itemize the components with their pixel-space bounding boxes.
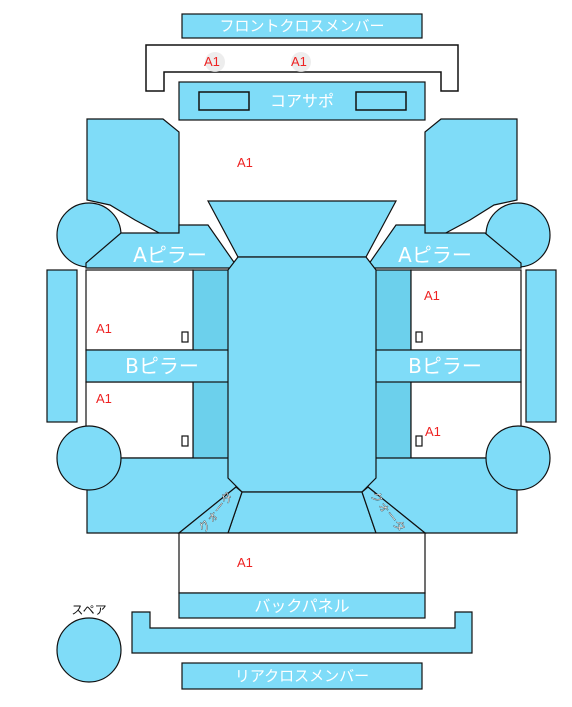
damage-marker[interactable]: A1 <box>237 155 253 170</box>
rear-cross-member-label: リアクロスメンバー <box>235 667 369 685</box>
damage-marker[interactable]: A1 <box>425 424 441 439</box>
a-pillar-right-label: Aピラー <box>398 243 472 267</box>
roof[interactable] <box>227 256 377 493</box>
rear-cross-member[interactable]: リアクロスメンバー <box>181 662 423 690</box>
spare-tire-label: スペア <box>71 603 106 617</box>
rear-glass[interactable] <box>227 491 377 534</box>
front-door-right[interactable] <box>410 269 522 351</box>
door-handle-rear-right <box>415 435 423 447</box>
b-pillar-left[interactable]: Bピラー <box>85 349 237 383</box>
c-pillar-left[interactable]: クォータ <box>177 486 243 535</box>
damage-marker[interactable]: A1 <box>237 555 253 570</box>
back-panel[interactable]: バックパネル <box>178 592 426 619</box>
core-support-hole-right <box>355 91 407 111</box>
a-pillar-right[interactable]: Aピラー <box>364 224 522 269</box>
damage-marker[interactable]: A1 <box>204 54 220 69</box>
b-pillar-right-label: Bピラー <box>408 354 482 378</box>
rocker-panel-right[interactable] <box>525 269 557 423</box>
front-door-left[interactable] <box>85 269 194 351</box>
rocker-panel-left[interactable] <box>46 269 78 423</box>
core-support-label: コアサポ <box>270 92 334 111</box>
a-pillar-left-label: Aピラー <box>133 243 207 267</box>
front-cross-member-label: フロントクロスメンバー <box>219 17 384 35</box>
b-pillar-right[interactable]: Bピラー <box>367 349 522 383</box>
core-support[interactable]: コアサポ <box>178 81 426 121</box>
damage-marker[interactable]: A1 <box>424 288 440 303</box>
damage-marker[interactable]: A1 <box>291 54 307 69</box>
rear-bumper-reinforcement[interactable] <box>131 611 473 654</box>
door-handle-front-right <box>415 331 423 343</box>
damage-marker[interactable]: A1 <box>96 321 112 336</box>
back-panel-label: バックパネル <box>254 597 349 616</box>
windshield[interactable] <box>206 200 398 258</box>
core-support-hole-left <box>198 91 250 111</box>
b-pillar-left-label: Bピラー <box>125 354 199 378</box>
spare-tire[interactable]: スペア <box>56 603 122 683</box>
door-handle-rear-left <box>181 435 189 447</box>
marker-bg <box>205 52 225 72</box>
a-pillar-left[interactable]: Aピラー <box>85 224 240 269</box>
door-handle-front-left <box>181 331 189 343</box>
wheel-rear-left[interactable] <box>56 425 122 491</box>
wheel-rear-right[interactable] <box>485 425 551 491</box>
trunk-lid[interactable] <box>178 532 426 594</box>
damage-marker[interactable]: A1 <box>96 391 112 406</box>
front-cross-member[interactable]: フロントクロスメンバー <box>181 13 423 39</box>
marker-bg <box>291 52 311 72</box>
